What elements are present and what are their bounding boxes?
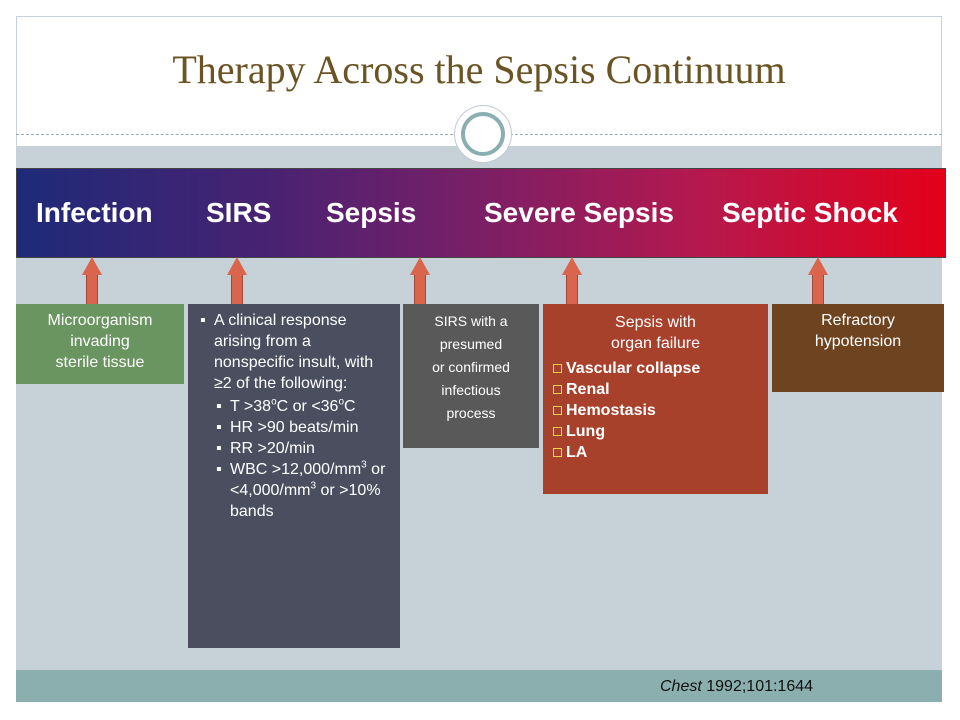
organ-item-label: Hemostasis bbox=[566, 402, 656, 419]
sepsis-line: process bbox=[446, 405, 496, 421]
citation-ref: 1992;101:1644 bbox=[706, 678, 814, 695]
sirs-intro-text: A clinical response arising from a nonsp… bbox=[214, 312, 374, 392]
organ-item: Vascular collapse bbox=[543, 358, 768, 379]
stage-infection: Infection bbox=[36, 197, 153, 228]
severe-header-line: Sepsis with bbox=[615, 314, 696, 331]
arrow-up-icon bbox=[808, 257, 828, 305]
organ-item: Lung bbox=[543, 421, 768, 442]
infection-line: invading bbox=[70, 333, 130, 350]
severe-header-line: organ failure bbox=[611, 335, 700, 352]
infection-definition-box: Microorganism invading sterile tissue bbox=[16, 304, 184, 384]
sirs-criterion-temp: T >38oC or <36oC bbox=[216, 396, 394, 417]
sirs-criteria-list: T >38oC or <36oC HR >90 beats/min RR >20… bbox=[214, 396, 394, 522]
sirs-criterion-wbc: WBC >12,000/mm3 or <4,000/mm3 or >10% ba… bbox=[216, 459, 394, 522]
shock-line: Refractory bbox=[821, 312, 895, 329]
organ-item-label: Renal bbox=[566, 381, 610, 398]
checkbox-bullet-icon bbox=[553, 406, 562, 416]
sirs-intro: A clinical response arising from a nonsp… bbox=[200, 310, 394, 522]
sirs-definition-box: A clinical response arising from a nonsp… bbox=[188, 304, 400, 648]
organ-item: Renal bbox=[543, 379, 768, 400]
infection-line: sterile tissue bbox=[55, 354, 145, 371]
organ-item: LA bbox=[543, 442, 768, 463]
citation-journal: Chest bbox=[660, 678, 702, 695]
sepsis-line: infectious bbox=[441, 382, 501, 398]
stage-sirs: SIRS bbox=[206, 197, 272, 228]
arrow-up-icon bbox=[82, 257, 102, 305]
organ-item: Hemostasis bbox=[543, 400, 768, 421]
arrow-up-icon bbox=[410, 257, 430, 305]
checkbox-bullet-icon bbox=[553, 364, 562, 374]
checkbox-bullet-icon bbox=[553, 448, 562, 458]
sepsis-line: or confirmed bbox=[432, 359, 510, 375]
septic-shock-definition-box: Refractory hypotension bbox=[772, 304, 944, 392]
organ-item-label: Vascular collapse bbox=[566, 360, 701, 377]
citation: Chest 1992;101:1644 bbox=[660, 676, 900, 698]
infection-line: Microorganism bbox=[47, 312, 153, 329]
organ-item-label: LA bbox=[566, 444, 588, 461]
stage-septic-shock: Septic Shock bbox=[722, 197, 898, 228]
slide-title: Therapy Across the Sepsis Continuum bbox=[172, 47, 786, 92]
sirs-criterion-rr: RR >20/min bbox=[216, 438, 394, 459]
degree-sup: o bbox=[338, 396, 345, 408]
continuum-banner bbox=[16, 168, 946, 258]
sepsis-definition-box: SIRS with a presumed or confirmed infect… bbox=[403, 304, 539, 448]
wbc-text: or <4,000/mm bbox=[230, 461, 386, 499]
severe-sepsis-definition-box: Sepsis with organ failure Vascular colla… bbox=[543, 304, 768, 494]
organ-item-label: Lung bbox=[566, 423, 606, 440]
sirs-criterion-hr: HR >90 beats/min bbox=[216, 417, 394, 438]
checkbox-bullet-icon bbox=[553, 385, 562, 395]
degree-sup: o bbox=[271, 396, 277, 408]
stage-sepsis: Sepsis bbox=[326, 197, 417, 228]
checkbox-bullet-icon bbox=[553, 427, 562, 437]
sepsis-line: presumed bbox=[439, 336, 503, 352]
wbc-text: WBC >12,000/mm bbox=[230, 461, 362, 478]
cubed-sup: 3 bbox=[361, 459, 367, 471]
decorative-ring-icon bbox=[461, 112, 505, 156]
cubed-sup: 3 bbox=[310, 480, 317, 492]
footer-band bbox=[16, 670, 942, 702]
stage-severe-sepsis: Severe Sepsis bbox=[484, 197, 674, 228]
temp-text: T >38 bbox=[230, 398, 272, 415]
wbc-text: or >10% bands bbox=[230, 482, 381, 520]
temp-text: C bbox=[344, 398, 356, 415]
shock-line: hypotension bbox=[814, 333, 902, 350]
sirs-list: A clinical response arising from a nonsp… bbox=[198, 310, 394, 522]
sepsis-line: SIRS with a bbox=[434, 313, 508, 329]
temp-text: C or <36 bbox=[276, 398, 339, 415]
arrow-up-icon bbox=[562, 257, 582, 305]
arrow-up-icon bbox=[227, 257, 247, 305]
